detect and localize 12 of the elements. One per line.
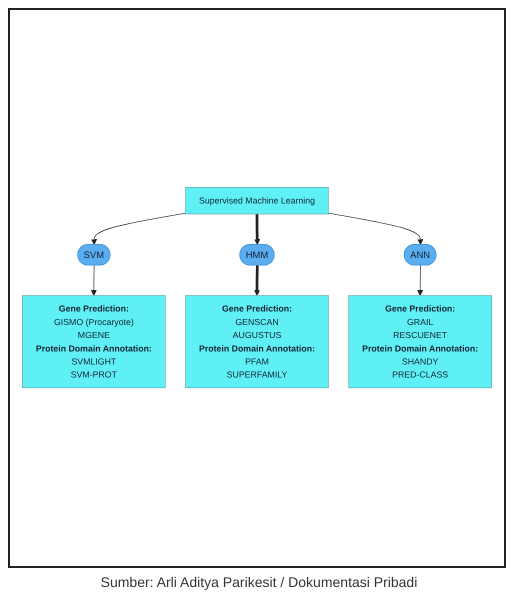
- arrow: [417, 266, 424, 296]
- node-box: [185, 187, 329, 215]
- arrow: [254, 266, 260, 296]
- arrow: [90, 266, 97, 296]
- arrow: [328, 213, 424, 246]
- arrow: [254, 214, 260, 246]
- node-box: [348, 296, 492, 389]
- diagram-frame: Supervised Machine Learning SVM HMM ANN Gene Prediction: GISMO (Procaryote) MGENE Protein Domain Annotation: SVMLIGHT SVM-PROT Gene Prediction: GENSCAN AUGUSTUS Protein Domain Annotation: PFAM SUPERFAMILY Gene Prediction: GRAIL RESCUENET Protein Domain Annotation: SHANDY PRED-CLASS: [8, 8, 506, 568]
- arrow: [91, 213, 186, 246]
- caption: Sumber: Arli Aditya Parikesit / Dokumentasi Pribadi: [100, 574, 418, 590]
- node-box: [22, 296, 166, 389]
- node-box: [185, 296, 329, 389]
